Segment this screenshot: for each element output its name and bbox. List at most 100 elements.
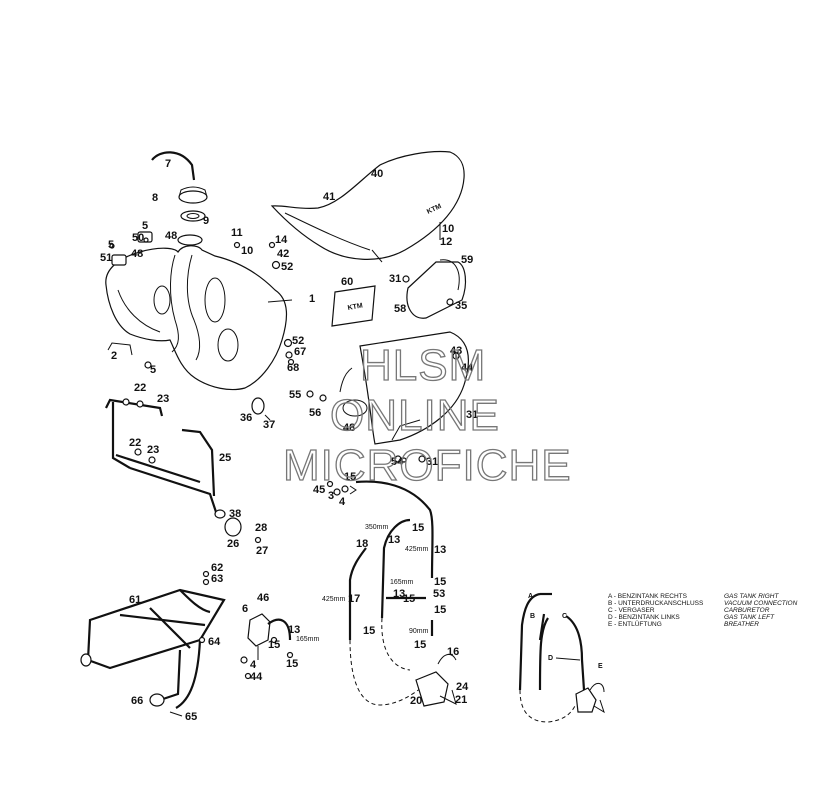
callout-52: 52 [281,261,293,273]
callout-1: 1 [309,293,315,305]
legend-en-d: GAS TANK LEFT [724,614,775,621]
tank-filler-neck [177,234,203,246]
watermark-line-1: HLSM [360,341,486,390]
callout-16: 16 [447,646,459,658]
callout-24: 24 [456,681,469,693]
hose-label-b: B [530,613,535,620]
callout-2: 2 [111,350,117,362]
callout-9: 9 [203,215,209,227]
legend-de-a: A - BENZINTANK RECHTS [608,593,688,600]
legend-en-a: GAS TANK RIGHT [724,593,779,600]
legend-en-b: VACUUM CONNECTION [724,600,798,607]
callout-67: 67 [294,346,306,358]
callout-63: 63 [211,573,223,585]
callout-20: 20 [410,695,422,707]
luggage-rack [86,588,226,670]
callout-40: 40 [371,168,383,180]
callout-59: 59 [461,254,473,266]
dimension-labels: 350mm 425mm 425mm 165mm 90mm 165mm [296,524,429,643]
legend-de-b: B - UNTERDRUCKANSCHLUSS [608,600,704,607]
hose-legend: A - BENZINTANK RECHTS B - UNTERDRUCKANSC… [608,593,798,628]
callout-31: 31 [426,456,438,468]
callout-31: 31 [389,273,401,285]
legend-de-d: D - BENZINTANK LINKS [608,614,680,621]
callout-6: 6 [242,603,248,615]
fuel-tank [105,245,287,391]
callout-43: 43 [450,345,462,357]
dim-165mm: 165mm [296,636,320,643]
callout-52: 52 [292,335,304,347]
callout-62: 62 [211,562,223,574]
dim-425mm: 425mm [322,596,346,603]
callout-64: 64 [208,636,221,648]
fuel-hose-13 [355,480,434,579]
callout-36: 36 [240,412,252,424]
callout-22: 22 [134,382,146,394]
svg-text:KTM: KTM [347,302,363,312]
callout-15: 15 [268,639,280,651]
damper-rubber [251,397,265,415]
callout-46: 46 [257,592,269,604]
callout-12: 12 [440,236,452,248]
side-panel-group: KTM [306,259,469,463]
callout-51: 51 [100,252,112,264]
callout-56: 56 [309,407,321,419]
callout-26: 26 [227,538,239,550]
callout-48: 48 [343,422,355,434]
callout-41: 41 [323,191,335,203]
callout-5: 5 [108,239,114,251]
hose-label-e: E [598,663,603,670]
legend-en-e: BREATHER [724,621,759,628]
fuel-petcock [415,671,449,707]
cap-gasket [180,210,206,222]
callout-38: 38 [229,508,241,520]
bracket-2 [107,342,133,356]
side-cover [359,331,469,445]
callout-7: 7 [165,158,171,170]
callout-18: 18 [356,538,368,550]
watermark-line-2: ONLINE [330,391,500,440]
callout-68: 68 [287,362,299,374]
legend-en-c: CARBURETOR [724,607,770,614]
decal-60 [331,285,376,327]
callout-10: 10 [442,223,454,235]
watermark-line-3: MICROFICHE [283,441,572,490]
callout-5: 5 [142,220,148,232]
callout-58: 58 [394,303,406,315]
hose-label-a: A [528,593,533,600]
callout-45: 45 [313,484,325,496]
hose-routing-detail [518,592,605,723]
callout-50: 50 [132,232,144,244]
callout-25: 25 [219,452,231,464]
callout-14: 14 [275,234,288,246]
callout-44: 44 [461,362,474,374]
callout-61: 61 [129,594,141,606]
callout-13: 13 [388,534,400,546]
dim-165mm: 165mm [390,579,414,586]
callout-31: 31 [466,409,478,421]
seat [270,150,465,260]
legend-de-c: C - VERGASER [608,607,655,614]
callout-15: 15 [412,522,424,534]
callout-3: 3 [328,490,334,502]
watermark: HLSM ONLINE MICROFICHE [282,340,572,490]
callout-55: 55 [289,389,301,401]
petcock-left-group [240,613,294,680]
callout-15: 15 [363,625,375,637]
breather-hose [151,151,196,181]
callout-10: 10 [241,245,253,257]
callout-15: 15 [414,639,426,651]
dim-425mm: 425mm [405,546,429,553]
callout-60: 60 [341,276,353,288]
callout-27: 27 [256,545,268,557]
fuel-tank-group [105,151,295,391]
callout-23: 23 [147,444,159,456]
callout-42: 42 [277,248,289,260]
callout-21: 21 [455,694,467,706]
luggage-rack-group [80,570,226,717]
hose-label-d: D [548,655,553,662]
callout-28: 28 [255,522,267,534]
callout-4: 4 [339,496,346,508]
hose-label-c: C [562,613,567,620]
callout-48: 48 [165,230,177,242]
